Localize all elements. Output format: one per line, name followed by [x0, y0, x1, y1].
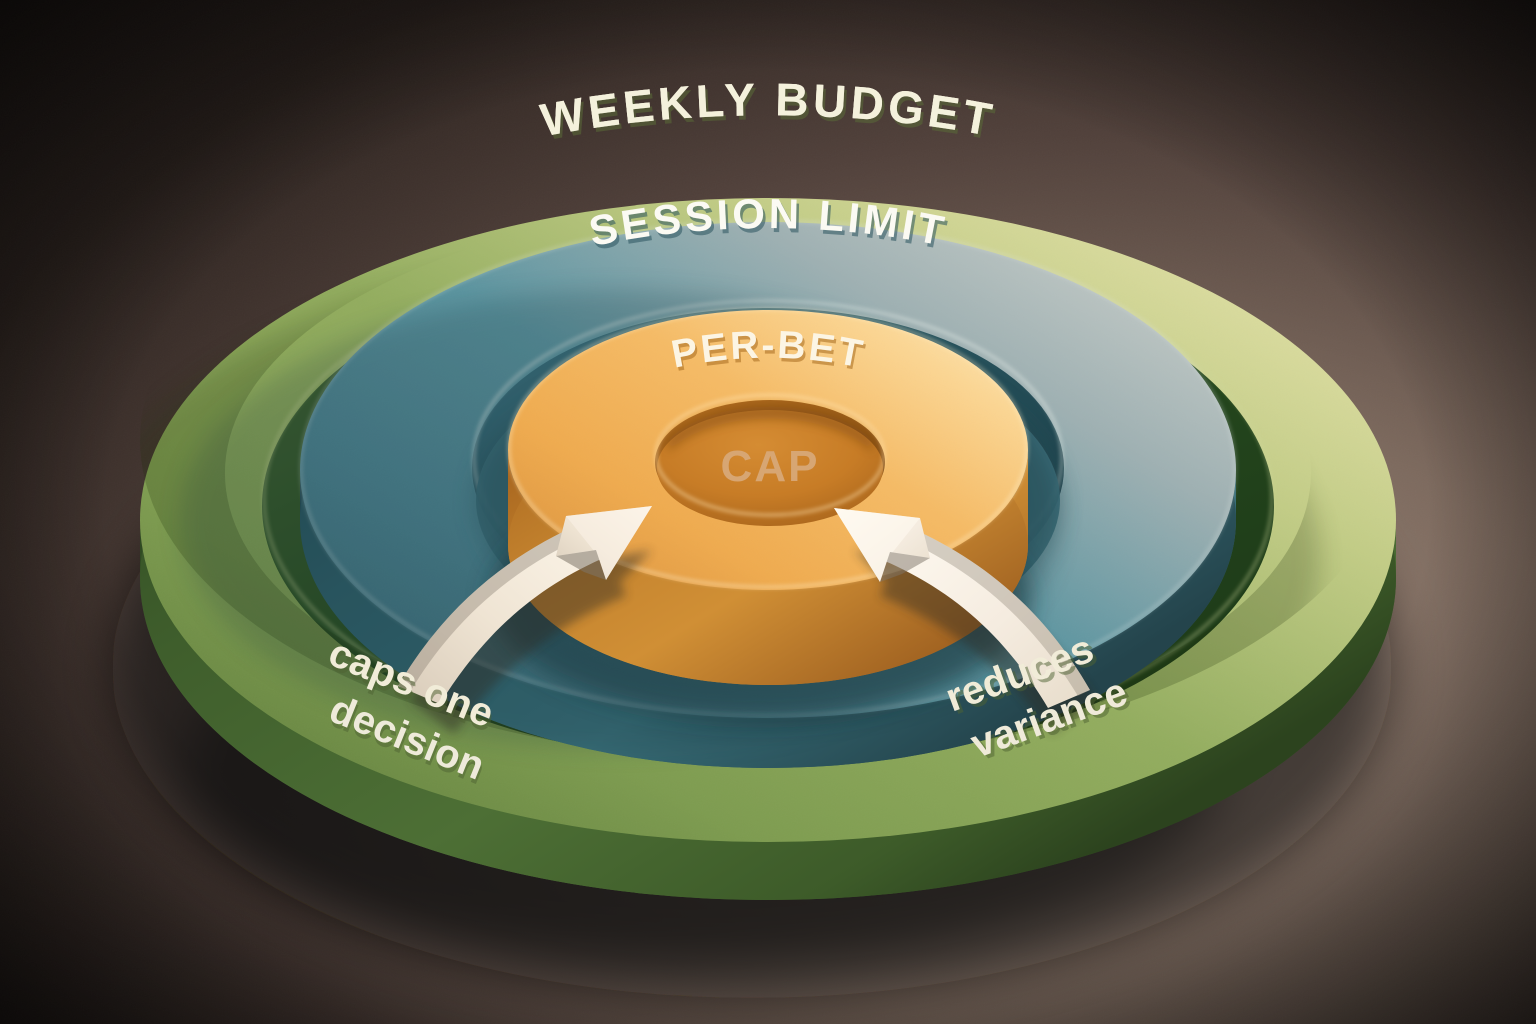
- ring-core-per-bet[interactable]: [490, 307, 1030, 720]
- label-hub: CAP: [721, 442, 820, 491]
